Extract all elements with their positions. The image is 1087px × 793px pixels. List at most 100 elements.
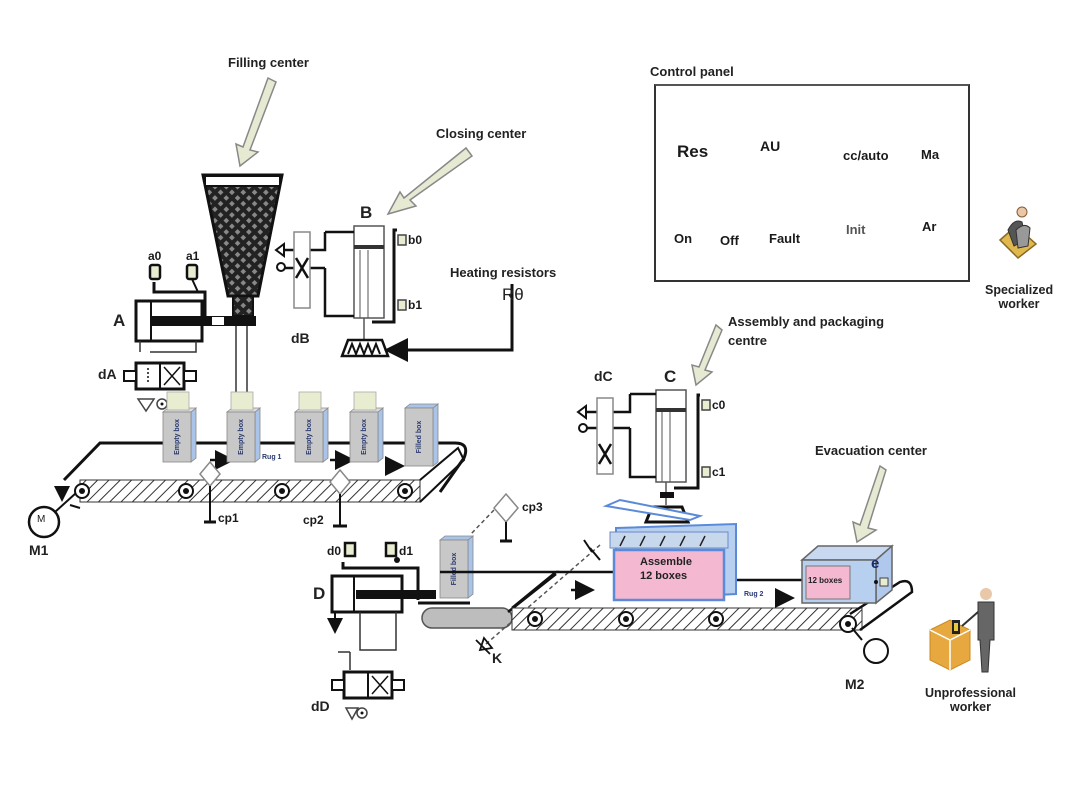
box-lid [166,391,190,411]
roller [74,483,90,499]
heater-label: Rθ [502,285,524,304]
control-on-label: On [674,231,693,246]
empty-box: Empty box [293,391,330,463]
motor-m2 [851,627,889,664]
closing-callout-arrow [386,146,474,216]
sensor-a1-label: a1 [186,249,200,263]
evacuation-callout-arrow [851,464,887,544]
control-off-label: Off [720,233,739,248]
control-ma-label[interactable]: Ma [921,147,940,162]
evacuation-package [800,544,894,605]
motor-m1-symbol: M [37,514,46,525]
control-init-label[interactable]: Init [846,222,866,237]
conveyor-rug2-label: Rug 2 [744,591,764,598]
assembly-center-label-line1: Assembly and packaging [728,314,885,329]
unprofessional-worker-label-line1: Unprofessional [925,686,1016,700]
control-panel-title: Control panel [650,64,734,79]
cylinder-d-label: D [313,584,326,603]
sensor-cp2-label: cp2 [303,513,324,527]
conveyor-rug2 [511,570,914,633]
specialized-worker-label-line1: Specialized [985,283,1054,297]
box-label: Empty box [361,419,368,455]
heating-resistors-label: Heating resistors [450,265,557,280]
cylinder-d [327,541,436,670]
sensor-e-label: e [871,555,880,572]
box-label: Filled box [451,553,458,586]
control-panel [654,84,970,282]
control-cc-auto-label[interactable]: cc/auto [843,148,889,163]
control-res-label[interactable]: Res [677,142,709,161]
motor-m2-label: M2 [845,676,865,692]
unprofessional-worker-icon [929,588,995,673]
evacuation-box-label: 12 boxes [808,576,843,585]
box-lid [353,391,377,411]
sensor-d1-label: d1 [399,544,414,558]
sensor-cp3 [469,492,519,543]
valve-dc-label: dC [594,368,613,384]
valve-dc [596,397,614,475]
roller [274,483,290,499]
valve-dd-label: dD [311,698,330,714]
cylinder-a-label: A [113,311,126,330]
sensor-b1-label: b1 [408,298,423,312]
empty-box: Empty box [348,391,385,463]
cylinder-a [134,263,256,353]
assemble-label-line2: 12 boxes [640,570,688,582]
closing-center-label: Closing center [436,126,527,141]
evacuation-center-label: Evacuation center [815,443,927,458]
box-label: Filled box [416,421,423,454]
box-label: Empty box [174,419,181,455]
assemble-label-line1: Assemble [640,556,692,568]
specialized-worker-label: Specialized worker [985,283,1053,311]
motor-m1-label: M1 [29,542,49,558]
unprofessional-worker-label-line2: worker [950,700,991,714]
sensor-c1-label: c1 [712,465,726,479]
conveyor-rug1-label: Rug 1 [262,454,282,461]
box-lid [298,391,322,411]
roller [708,611,724,627]
sensor-cp1-label: cp1 [218,511,239,525]
control-au-label[interactable]: AU [760,138,781,154]
sensor-c0-label: c0 [712,398,726,412]
filling-callout-arrow [235,76,277,168]
valve-da [123,361,197,413]
specialized-worker-icon [998,206,1038,259]
sensor-cp1 [199,460,221,524]
box-label: Empty box [306,419,313,455]
specialized-worker-label-line2: worker [998,297,1040,311]
sensor-a0-label: a0 [148,249,162,263]
cylinder-b [274,225,407,358]
cylinder-c-label: C [664,367,677,386]
assembled-package [602,498,737,602]
sensor-cp3-label: cp3 [522,500,543,514]
sensor-d0-label: d0 [327,544,342,558]
cylinder-c [576,389,711,524]
cylinder-b-label: B [360,203,373,222]
box-label: Empty box [238,419,245,455]
roller [178,483,194,499]
control-fault-label: Fault [769,231,801,246]
motor-m1 [27,488,81,539]
assembly-center-label-line2: centre [728,333,768,348]
valve-dd [331,670,405,721]
filling-hopper [201,173,284,395]
roller [397,483,413,499]
sensor-b0-label: b0 [408,233,423,247]
assembly-callout-arrow [691,323,723,387]
roller [618,611,634,627]
heater-wire [384,284,514,362]
empty-box: Empty box [161,391,198,463]
valve-da-label: dA [98,366,117,382]
valve-db [293,231,311,309]
sensor-k [475,539,601,655]
roller [527,611,543,627]
empty-box: Empty box [225,391,262,463]
unprofessional-worker-label: Unprofessional worker [925,686,1016,714]
control-ar-label[interactable]: Ar [922,219,937,234]
filling-center-label: Filling center [228,55,309,70]
filled-box: Filled box [438,535,475,599]
filled-box: Filled box [403,403,440,467]
sensor-k-label: K [492,650,503,666]
valve-db-label: dB [291,330,310,346]
